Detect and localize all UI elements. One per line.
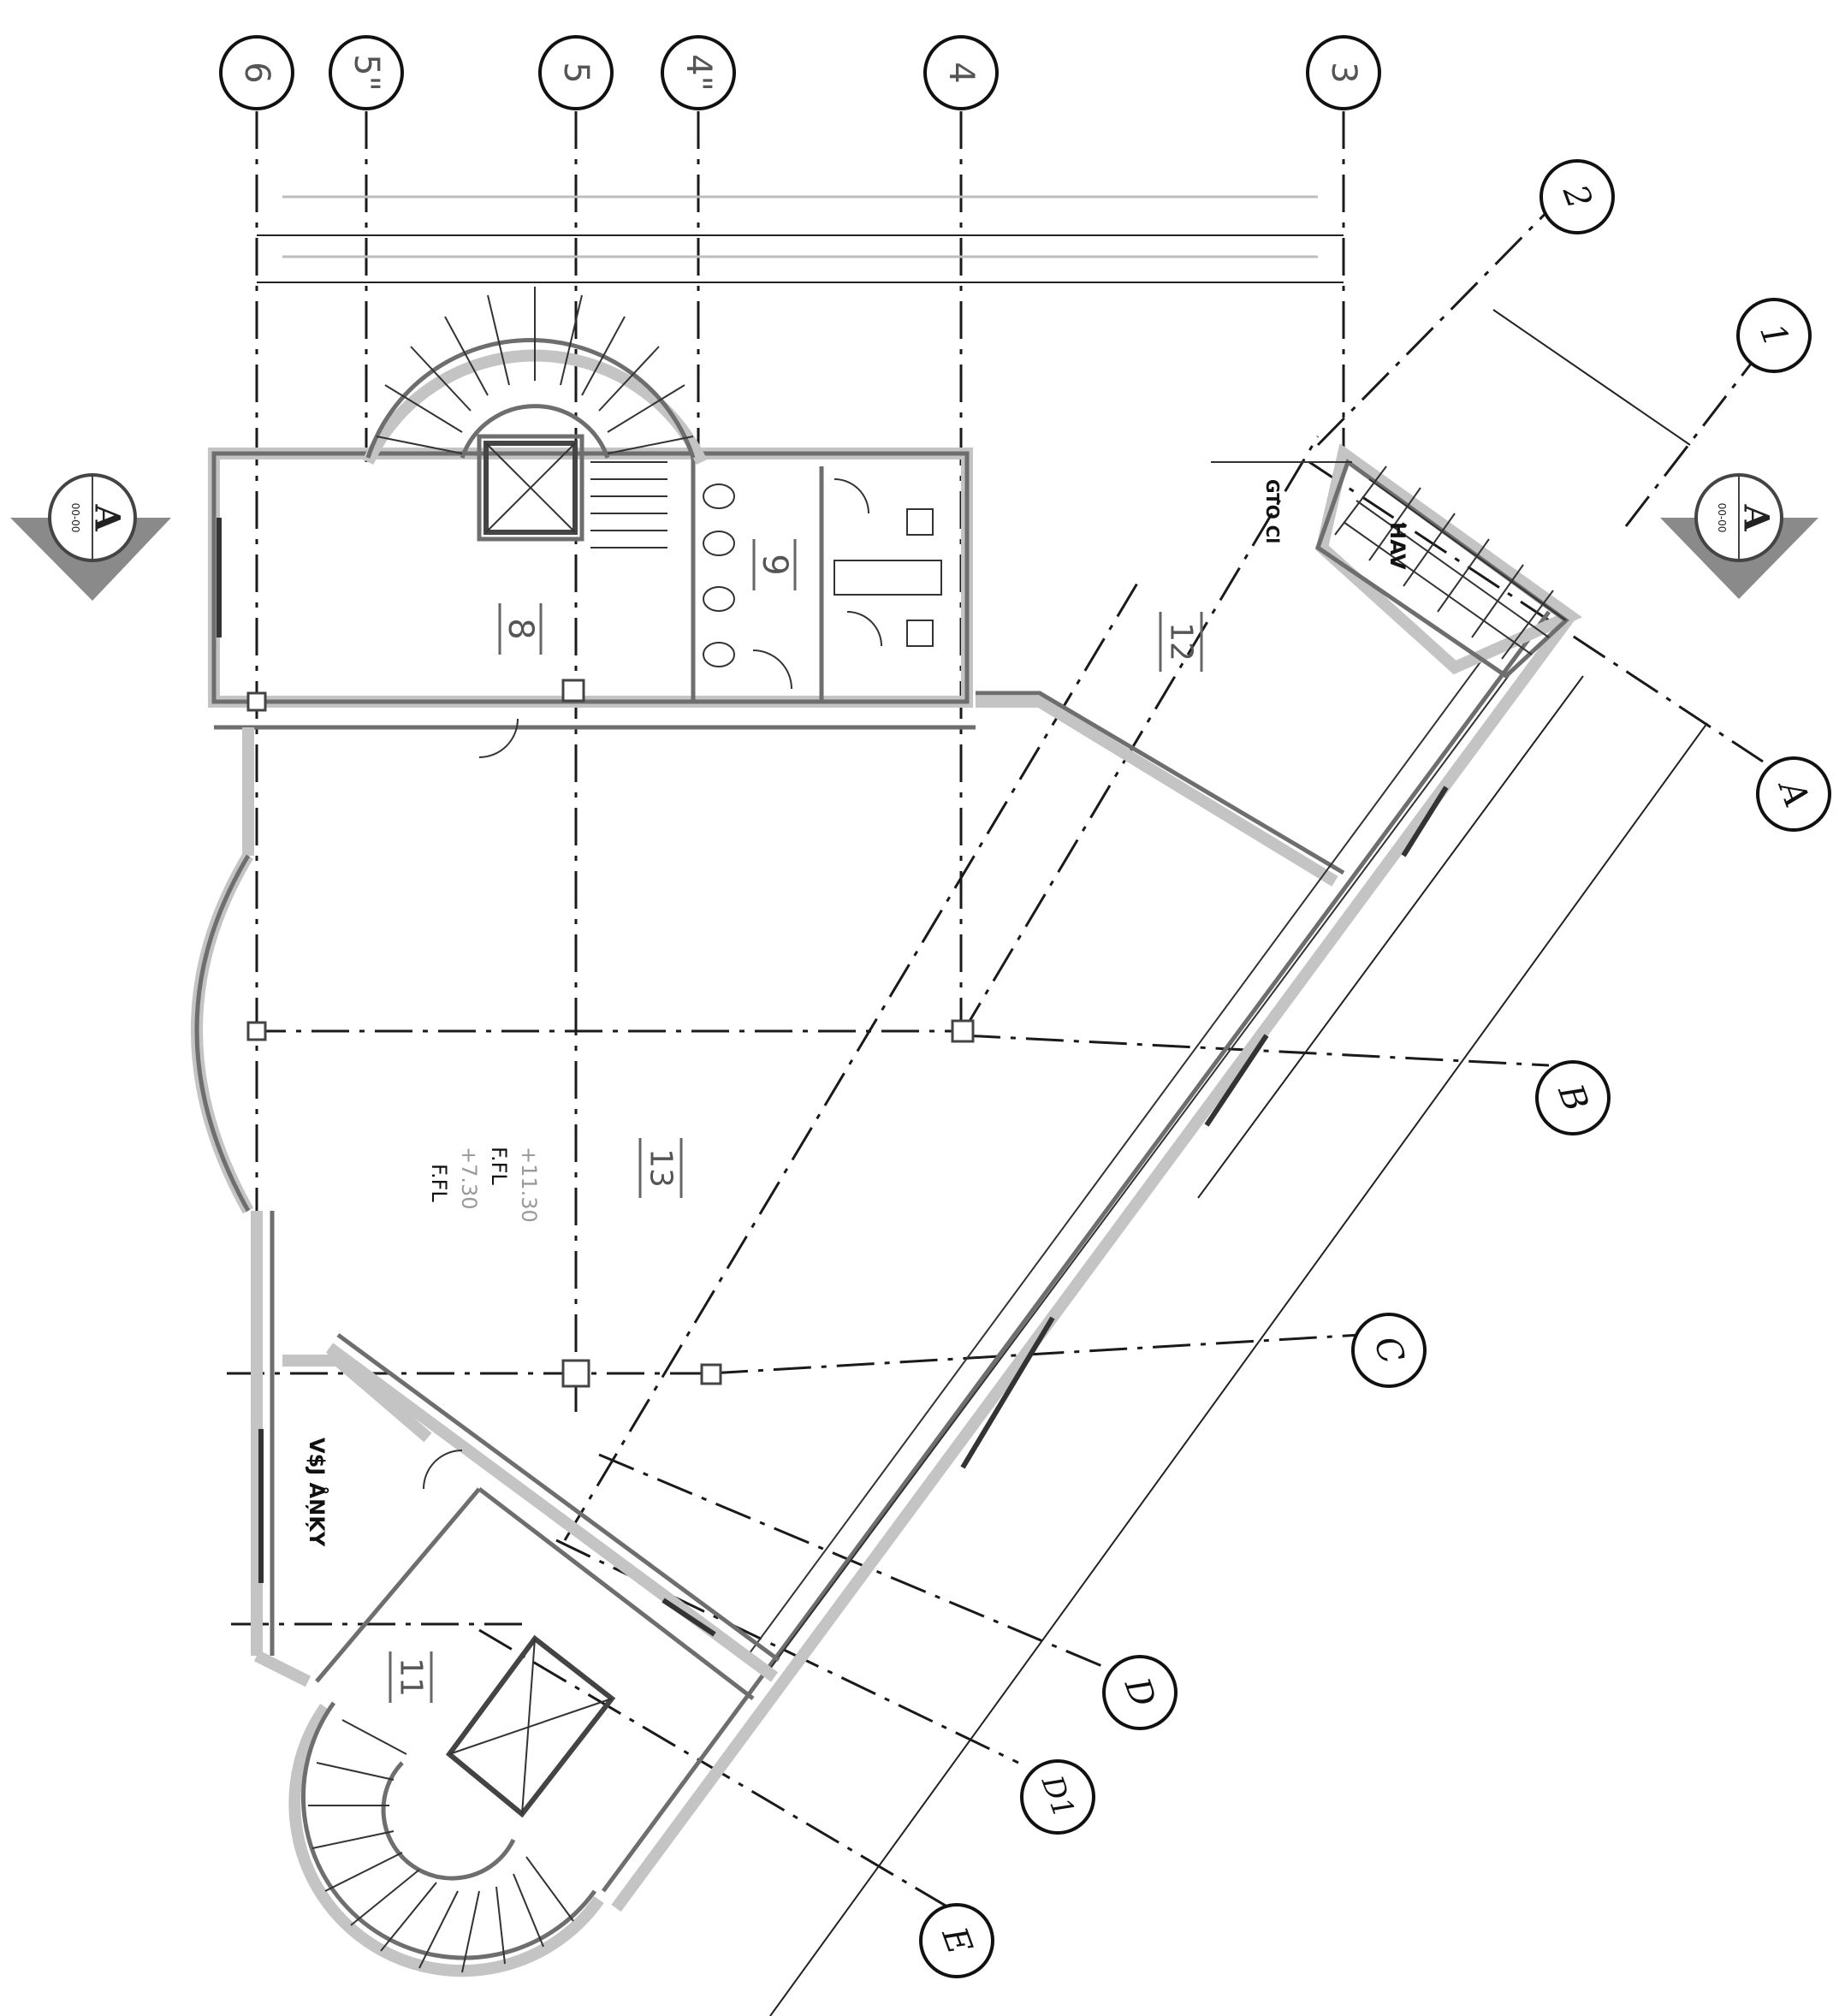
label-stair: HAV bbox=[1385, 522, 1409, 570]
svg-text:11: 11 bbox=[394, 1657, 429, 1697]
axis-bubble-2: 2 bbox=[1539, 159, 1615, 234]
svg-text:F.FL: F.FL bbox=[487, 1147, 511, 1185]
room-number-9: 9 bbox=[752, 539, 797, 590]
building-walls bbox=[191, 443, 1583, 1912]
label-lower-room: V$J ÅŅĶY bbox=[305, 1438, 329, 1547]
svg-text:HAV: HAV bbox=[1385, 522, 1409, 570]
svg-text:A: A bbox=[1736, 503, 1777, 531]
axis-bubble-3: 3 bbox=[1306, 35, 1381, 110]
svg-text:9: 9 bbox=[755, 554, 794, 575]
axis-bubble-D1: D1 bbox=[1020, 1759, 1095, 1835]
svg-text:6: 6 bbox=[237, 62, 276, 83]
svg-text:+7.30: +7.30 bbox=[457, 1147, 481, 1210]
axis-bubble-4-double: 4" bbox=[661, 35, 736, 110]
room-number-13: 13 bbox=[638, 1138, 683, 1198]
svg-text:5": 5" bbox=[347, 54, 386, 92]
svg-text:00-00: 00-00 bbox=[1716, 503, 1728, 533]
svg-text:F.FL: F.FL bbox=[427, 1164, 451, 1202]
section-mark-left: A 00-00 bbox=[10, 473, 171, 601]
column-markers bbox=[246, 679, 975, 1388]
svg-text:5: 5 bbox=[556, 62, 596, 83]
window-marks bbox=[217, 518, 1449, 1637]
axis-bubble-1: 1 bbox=[1736, 298, 1812, 373]
room-number-11: 11 bbox=[389, 1651, 433, 1703]
axis-bubble-D: D bbox=[1102, 1655, 1178, 1730]
axis-bubble-E: E bbox=[919, 1903, 994, 1978]
svg-text:12: 12 bbox=[1164, 622, 1199, 661]
svg-text:8: 8 bbox=[501, 618, 540, 639]
section-mark-right: A 00-00 bbox=[1660, 473, 1818, 599]
axis-bubble-A: A bbox=[1756, 756, 1831, 832]
svg-text:00-00: 00-00 bbox=[69, 503, 81, 533]
svg-text:A: A bbox=[87, 503, 128, 531]
svg-text:GTO Cl: GTO Cl bbox=[1262, 479, 1283, 543]
axis-bubble-5: 5 bbox=[538, 35, 614, 110]
upper-spiral-stair bbox=[362, 287, 708, 548]
svg-text:4": 4" bbox=[679, 54, 718, 92]
wc-fixtures bbox=[423, 478, 942, 1490]
svg-text:+11.30: +11.30 bbox=[517, 1147, 541, 1223]
axis-bubble-C: C bbox=[1351, 1313, 1427, 1388]
svg-text:3: 3 bbox=[1324, 62, 1363, 83]
horizontal-grid-lines bbox=[227, 1029, 963, 1626]
dimension-lines bbox=[257, 195, 1708, 2016]
room-number-8: 8 bbox=[498, 603, 543, 655]
svg-text:4: 4 bbox=[941, 62, 981, 83]
axis-bubble-6: 6 bbox=[219, 35, 294, 110]
svg-text:13: 13 bbox=[644, 1148, 679, 1188]
corner-stair-treads bbox=[1334, 465, 1567, 660]
room-number-12: 12 bbox=[1159, 612, 1203, 672]
label-corner: GTO Cl bbox=[1262, 479, 1283, 543]
axis-bubble-4: 4 bbox=[923, 35, 999, 110]
lower-spiral-stair bbox=[288, 1634, 616, 1977]
floor-level-annotations: +11.30 F.FL +7.30 F.FL bbox=[427, 1147, 541, 1223]
vertical-grid-lines bbox=[255, 111, 1345, 1634]
svg-text:V$J ÅŅĶY: V$J ÅŅĶY bbox=[305, 1438, 329, 1547]
axis-bubble-B: B bbox=[1535, 1060, 1611, 1135]
axis-bubble-5-double: 5" bbox=[329, 35, 404, 110]
